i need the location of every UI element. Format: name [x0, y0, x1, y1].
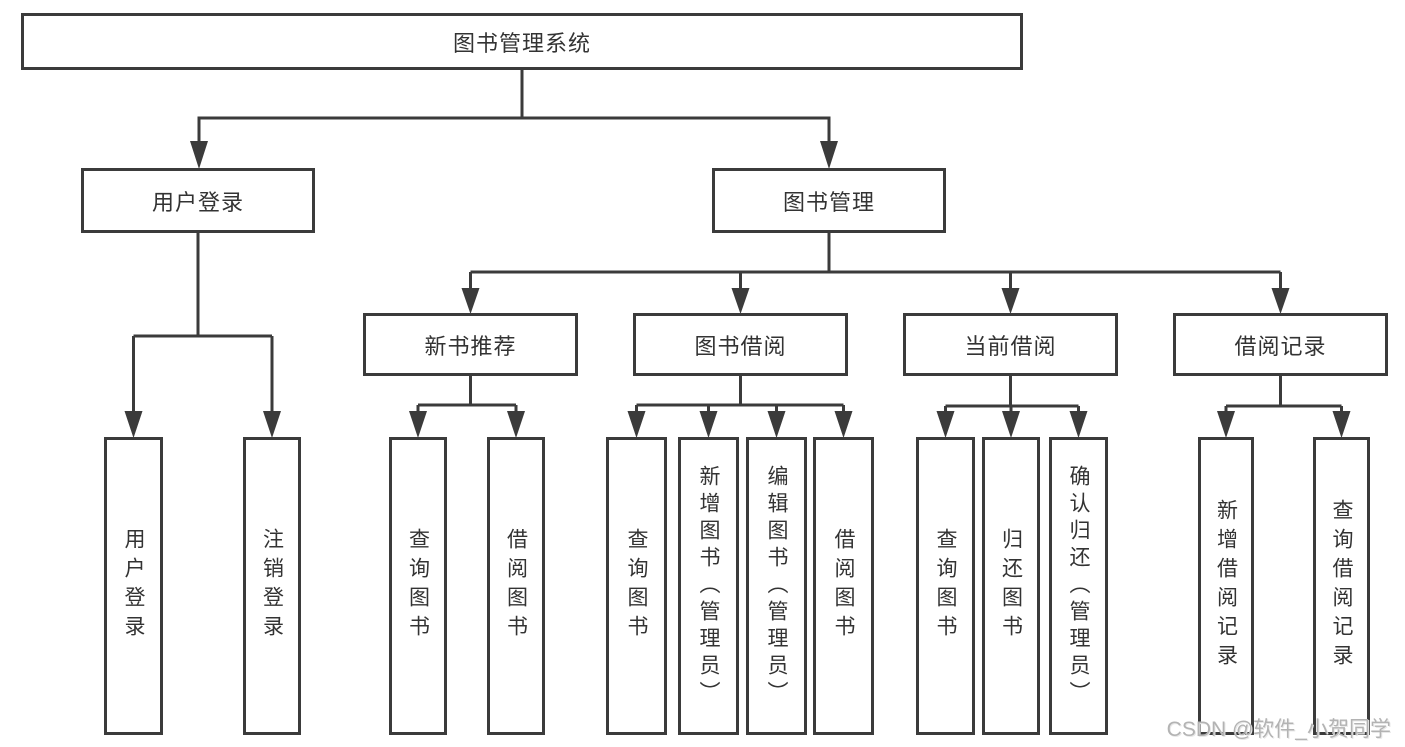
node-return-book: 归还图书: [982, 437, 1040, 735]
node-borrowing-records: 借阅记录: [1173, 313, 1388, 376]
node-borrow-books-recommend: 借阅图书: [487, 437, 545, 735]
node-query-books-current-label: 查询图书: [934, 528, 957, 644]
node-query-books-recommend-label: 查询图书: [406, 528, 430, 644]
node-edit-book-admin-label: 编辑图书（管理员）: [765, 464, 788, 708]
node-confirm-return-admin: 确认归还（管理员）: [1049, 437, 1108, 735]
node-confirm-return-admin-label: 确认归还（管理员）: [1067, 464, 1090, 708]
node-logout-label: 注销登录: [260, 528, 284, 644]
node-query-books-borrow-label: 查询图书: [625, 528, 648, 644]
node-borrowing-records-label: 借阅记录: [1234, 333, 1327, 359]
node-return-book-label: 归还图书: [999, 528, 1023, 644]
node-query-borrow-record-label: 查询借阅记录: [1330, 499, 1353, 673]
node-user-login-label: 用户登录: [122, 528, 145, 644]
node-query-books-current: 查询图书: [916, 437, 975, 735]
node-current-borrowing-label: 当前借阅: [964, 333, 1057, 359]
node-library-system-label: 图书管理系统: [452, 30, 591, 56]
node-add-borrow-record: 新增借阅记录: [1198, 437, 1254, 735]
node-library-system: 图书管理系统: [21, 13, 1023, 70]
node-edit-book-admin: 编辑图书（管理员）: [746, 437, 807, 735]
node-book-management-label: 图书管理: [782, 189, 875, 215]
node-book-management: 图书管理: [712, 168, 946, 233]
node-user-login-menu: 用户登录: [81, 168, 315, 233]
node-query-books-borrow: 查询图书: [606, 437, 667, 735]
node-add-borrow-record-label: 新增借阅记录: [1214, 499, 1238, 673]
node-borrow-books-recommend-label: 借阅图书: [504, 528, 528, 644]
node-book-borrowing-label: 图书借阅: [694, 333, 787, 359]
node-borrow-books: 借阅图书: [813, 437, 874, 735]
node-borrow-books-label: 借阅图书: [832, 528, 855, 644]
node-query-borrow-record: 查询借阅记录: [1313, 437, 1370, 735]
watermark: CSDN @软件_小贺同学: [1166, 718, 1391, 741]
node-user-login-menu-label: 用户登录: [151, 189, 244, 215]
node-logout: 注销登录: [243, 437, 301, 735]
node-new-book-recommend: 新书推荐: [363, 313, 578, 376]
node-add-book-admin: 新增图书（管理员）: [678, 437, 739, 735]
node-user-login: 用户登录: [104, 437, 163, 735]
node-new-book-recommend-label: 新书推荐: [424, 333, 517, 359]
node-query-books-recommend: 查询图书: [389, 437, 447, 735]
node-add-book-admin-label: 新增图书（管理员）: [697, 464, 720, 708]
node-book-borrowing: 图书借阅: [633, 313, 848, 376]
node-current-borrowing: 当前借阅: [903, 313, 1118, 376]
